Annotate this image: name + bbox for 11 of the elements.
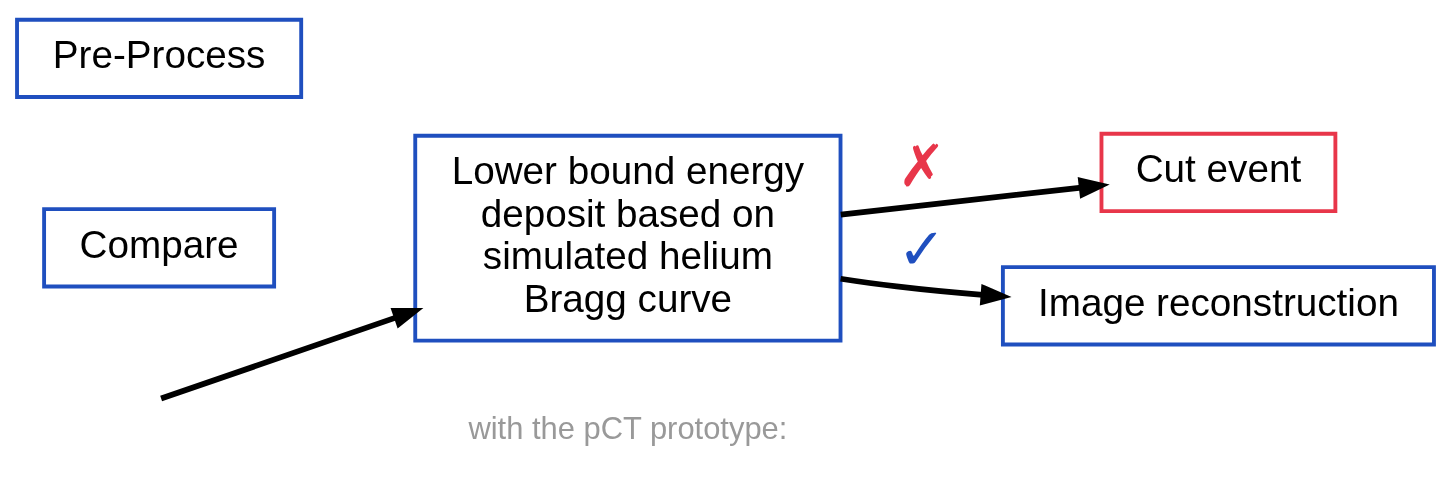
arrow <box>840 177 1110 218</box>
node-box: Pre-Process <box>15 17 304 99</box>
arrow <box>160 307 424 402</box>
node-box: Compare <box>42 207 277 289</box>
node-box: Lower bound energy deposit based on simulated helium Bragg curve <box>413 133 843 343</box>
node-box: Image reconstruction <box>1000 265 1436 347</box>
node-box: Cut event <box>1099 131 1338 214</box>
arrow <box>840 275 1012 306</box>
edge-label: ✓ <box>897 215 946 284</box>
edge-label: ✗ <box>897 131 946 200</box>
label: with the pCT prototype: <box>468 410 788 446</box>
